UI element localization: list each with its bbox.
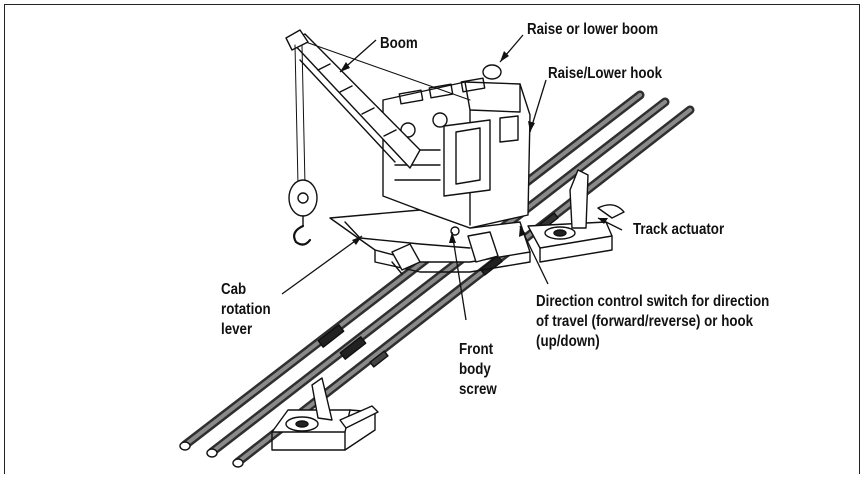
figure-frame	[4, 4, 860, 474]
track-actuator-rear	[527, 169, 625, 263]
label-raise-lower-hook: Raise/Lower hook	[548, 65, 663, 82]
label-raise-lower-boom: Raise or lower boom	[527, 21, 659, 38]
label-front-body-screw: Front body screw	[459, 341, 497, 398]
track-actuator-front	[271, 377, 379, 451]
label-direction-control-switch: Direction control switch for direction o…	[536, 293, 770, 350]
label-track-actuator: Track actuator	[633, 221, 725, 238]
crane-boom	[285, 29, 471, 246]
label-cab-rotation-lever: Cab rotation lever	[221, 281, 271, 338]
crane-car	[329, 64, 531, 275]
label-boom: Boom	[380, 35, 418, 52]
main-track	[179, 90, 695, 468]
leader-arrowheads	[340, 51, 608, 245]
